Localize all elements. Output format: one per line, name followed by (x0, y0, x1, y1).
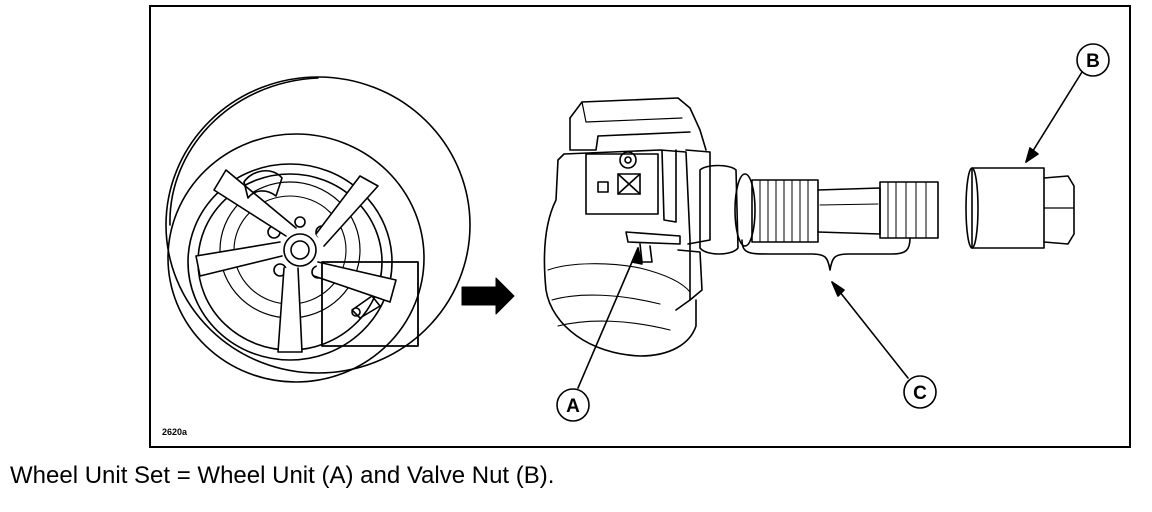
figure-caption: Wheel Unit Set = Wheel Unit (A) and Valv… (10, 462, 555, 489)
callout-a-circle (556, 388, 590, 422)
callout-b-label: B (1086, 51, 1100, 72)
figure-id-label: 2620a (162, 427, 188, 437)
wheel-unit-sensor-drawing (543, 97, 711, 357)
direction-arrow (461, 277, 515, 315)
callout-a-label: A (566, 396, 580, 417)
callout-c-label: C (913, 383, 927, 404)
callout-c-circle (903, 375, 937, 409)
tire-wheel-drawing (165, 76, 471, 383)
figure-frame (149, 5, 1131, 448)
callout-b-circle (1076, 43, 1110, 77)
valve-nut-drawing (965, 167, 1075, 249)
valve-stem-drawing (699, 164, 939, 271)
callout-leaders (577, 71, 1083, 389)
